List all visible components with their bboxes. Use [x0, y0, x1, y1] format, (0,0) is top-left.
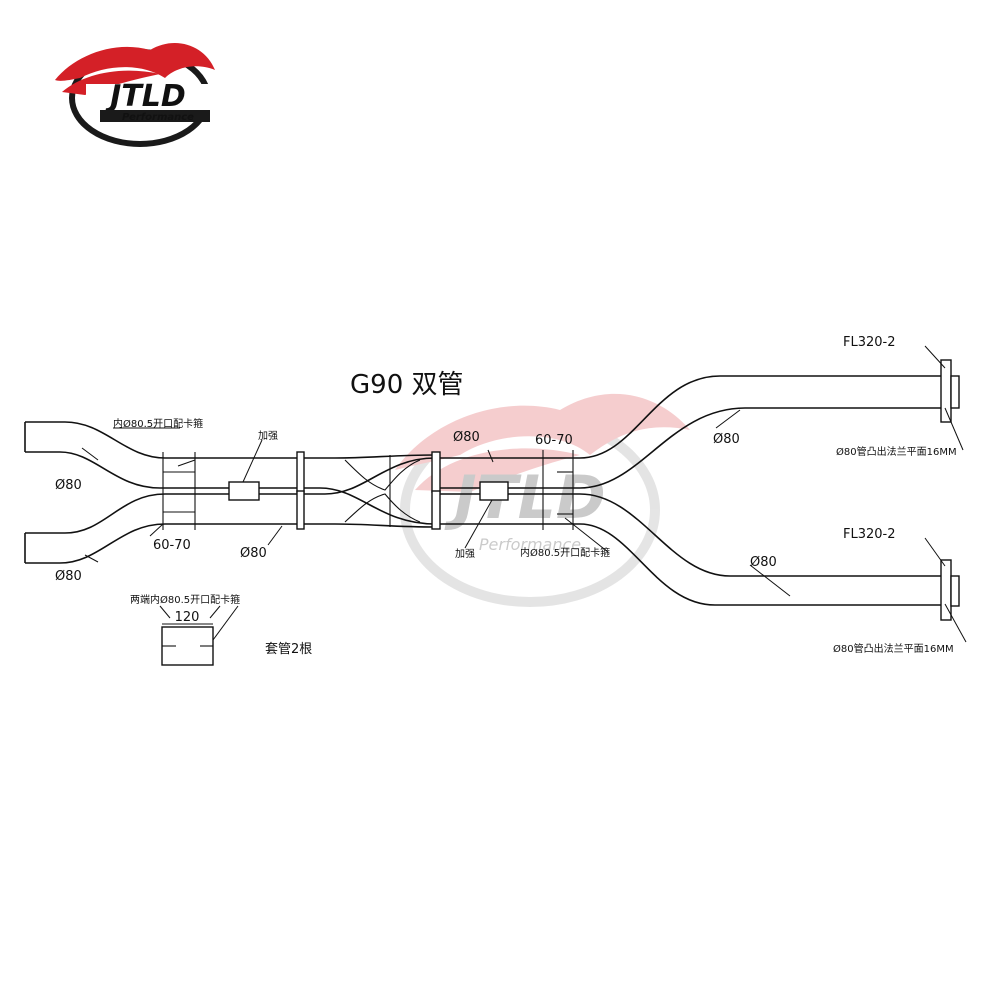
flange-left-upper [296, 451, 305, 493]
leader-lines [81, 345, 967, 643]
left-inlet-pipes [24, 421, 300, 564]
reinforce-plate-left [228, 481, 260, 501]
label-inner-clamp-top: 内Ø80.5开口配卡箍 [113, 417, 203, 430]
logo-tagline: Performance [122, 112, 194, 123]
label-spacing-left: 60-70 [153, 538, 191, 553]
watermark-brand: JTLD [444, 463, 605, 533]
right-outlet-pipes [579, 375, 942, 606]
label-reinforce-right: 加强 [455, 548, 475, 560]
logo-brand: JTLD [105, 79, 186, 114]
label-flange-top-note: Ø80管凸出法兰平面16MM [836, 445, 957, 458]
flame-icon [55, 42, 215, 81]
flange-left-lower [296, 490, 305, 530]
label-flange-bottom-note: Ø80管凸出法兰平面16MM [833, 642, 954, 655]
flange-mid-lower [431, 490, 441, 530]
x-pipe-crossover [304, 454, 436, 528]
label-d80-center-left: Ø80 [240, 546, 267, 561]
label-d80-upper-right: Ø80 [713, 432, 740, 447]
label-d80-upper-left: Ø80 [55, 478, 82, 493]
label-flange-top: FL320-2 [843, 335, 896, 350]
outlet-flange-bottom [940, 559, 960, 621]
label-d80-lower-left: Ø80 [55, 569, 82, 584]
left-clamp-sleeve [162, 452, 196, 530]
sleeve-note: 两端内Ø80.5开口配卡箍 [130, 593, 240, 606]
watermark-logo: JTLD Performance [395, 393, 690, 607]
label-inner-clamp-bottom: 内Ø80.5开口配卡箍 [520, 546, 610, 559]
flange-mid-upper [431, 451, 441, 493]
watermark-tagline: Performance [479, 535, 581, 554]
sleeve-qty: 套管2根 [265, 641, 312, 657]
label-d80-lower-right: Ø80 [750, 555, 777, 570]
right-clamp-sleeve [542, 450, 609, 553]
reinforce-plate-right [479, 481, 509, 501]
sleeve-detail: 两端内Ø80.5开口配卡箍 120 套管2根 [130, 593, 312, 666]
label-spacing-right: 60-70 [535, 433, 573, 448]
label-d80-center: Ø80 [453, 430, 480, 445]
right-straight-pipes [440, 457, 580, 525]
label-reinforce-left: 加强 [258, 430, 278, 442]
sleeve-length: 120 [175, 610, 200, 625]
label-flange-bottom: FL320-2 [843, 527, 896, 542]
outlet-flange-top [940, 359, 960, 423]
brand-logo: JTLD Performance [55, 42, 215, 147]
diagram-title: G90 双管 [350, 370, 464, 400]
